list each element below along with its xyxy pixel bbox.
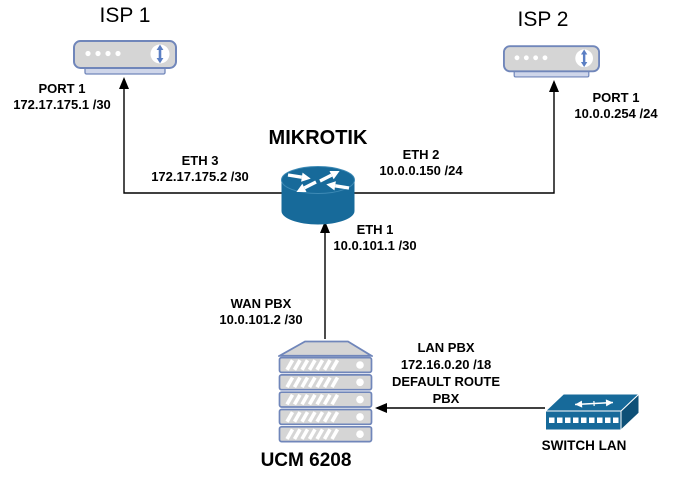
isp2-port-label: PORT 1 10.0.0.254 /24 <box>574 90 657 122</box>
switch-icon <box>545 392 640 431</box>
switch-lan-title: SWITCH LAN <box>541 438 627 453</box>
eth3-label: ETH 3 172.17.175.2 /30 <box>151 153 249 185</box>
label-line: 10.0.0.150 /24 <box>379 163 463 178</box>
label-line: 172.17.175.2 /30 <box>151 169 249 184</box>
updown-arrow-icon <box>580 49 588 68</box>
label-line: PORT 1 <box>38 81 86 96</box>
modem-icon <box>503 45 600 78</box>
label-line: LAN PBX <box>417 340 475 355</box>
label-line: ETH 2 <box>402 147 440 162</box>
link-mikrotik-isp1 <box>119 77 282 194</box>
router-arrows-icon <box>287 170 350 193</box>
eth2-label: ETH 2 10.0.0.150 /24 <box>379 147 462 179</box>
label-line: 10.0.101.2 /30 <box>219 312 303 327</box>
modem-icon <box>73 40 177 75</box>
switch-ports <box>549 417 619 423</box>
mikrotik-title: MIKROTIK <box>268 127 368 149</box>
label-line: 10.0.101.1 /30 <box>333 238 417 253</box>
label-line: DEFAULT ROUTE <box>391 374 501 389</box>
wan-pbx-label: WAN PBX 10.0.101.2 /30 <box>219 296 302 328</box>
label-line: ETH 1 <box>356 222 394 237</box>
lan-pbx-label: LAN PBX 172.16.0.20 /18 DEFAULT ROUTE PB… <box>392 339 500 407</box>
label-line: PBX <box>432 391 460 406</box>
switch-arrow-icon <box>575 399 614 408</box>
isp2-title: ISP 2 <box>517 8 569 31</box>
isp1-title: ISP 1 <box>99 4 151 27</box>
label-line: 172.16.0.20 /18 <box>400 357 492 372</box>
router-icon <box>281 166 355 225</box>
link-mikrotik-isp2 <box>354 80 559 194</box>
label-line: 172.17.175.1 /30 <box>13 97 111 112</box>
updown-arrow-icon <box>156 44 164 64</box>
isp1-port-label: PORT 1 172.17.175.1 /30 <box>13 81 111 113</box>
eth1-label: ETH 1 10.0.101.1 /30 <box>333 222 416 254</box>
server-icon <box>278 340 373 443</box>
label-line: ETH 3 <box>181 153 219 168</box>
label-line: 10.0.0.254 /24 <box>574 106 658 121</box>
label-line: WAN PBX <box>230 296 292 311</box>
label-line: PORT 1 <box>592 90 640 105</box>
ucm-title: UCM 6208 <box>260 450 352 471</box>
